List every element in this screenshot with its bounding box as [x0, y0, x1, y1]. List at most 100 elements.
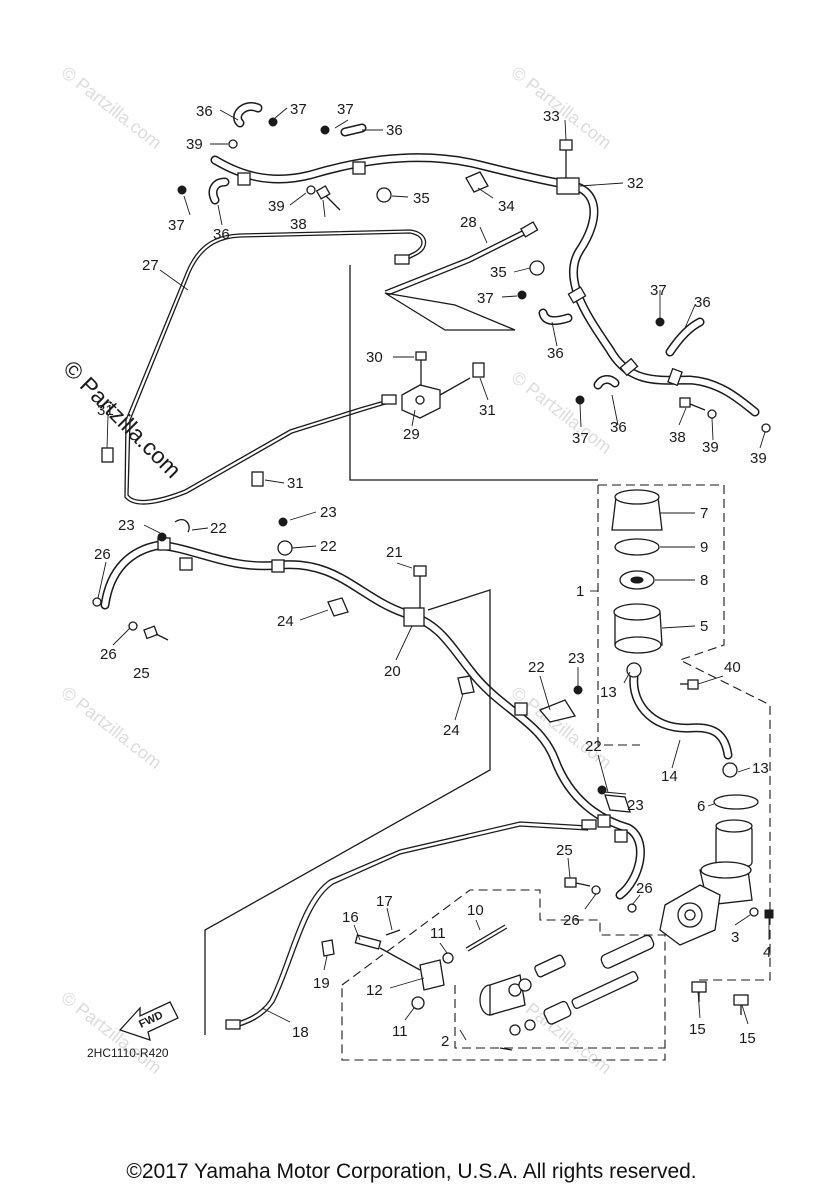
callout-24: 24 [443, 722, 460, 739]
washer-26 [627, 903, 637, 913]
bolt-30 [415, 351, 427, 361]
clip-31 [101, 447, 114, 463]
callout-31: 31 [287, 475, 304, 492]
kit-boundary-1 [598, 484, 771, 981]
bolt-15 [691, 981, 707, 993]
callout-16: 16 [342, 909, 359, 926]
hose-clamp [179, 557, 193, 571]
clamp-34 [465, 171, 489, 193]
callout-25: 25 [133, 665, 150, 682]
washer-3 [749, 907, 759, 917]
callout-35: 35 [413, 190, 430, 207]
callout-23: 23 [320, 504, 337, 521]
callout-31: 31 [97, 402, 114, 419]
pipe-nut [581, 819, 597, 830]
hose-clamp [352, 161, 366, 175]
bolt-15 [733, 994, 749, 1006]
callout-22: 22 [210, 520, 227, 537]
callout-3: 3 [731, 929, 739, 946]
callout-38: 38 [290, 216, 307, 233]
clamp-22 [174, 518, 190, 533]
hose-clamp [597, 814, 611, 828]
clamp-35 [529, 260, 545, 276]
hose-clamp [271, 559, 285, 573]
copyright-notice: ©2017 Yamaha Motor Corporation, U.S.A. A… [126, 1160, 697, 1183]
washer-39 [306, 185, 316, 195]
callout-9: 9 [700, 539, 708, 556]
watermark: © Partzilla.com [58, 62, 166, 152]
callout-13: 13 [752, 760, 769, 777]
watermark-large: © Partzilla.com [58, 355, 186, 483]
bolt-23 [278, 517, 288, 527]
callout-13: 13 [600, 684, 617, 701]
kit-boundary-2 [341, 889, 666, 1061]
callout-23: 23 [627, 797, 644, 814]
callout-11: 11 [430, 925, 446, 942]
callout-30: 30 [366, 349, 383, 366]
cotter-pin-17 [385, 929, 401, 936]
callout-33: 33 [543, 108, 560, 125]
watermark: © Partzilla.com [508, 62, 616, 152]
bolt-40 [687, 679, 699, 690]
washer-39 [707, 409, 717, 419]
callout-1: 1 [576, 583, 584, 600]
callout-26: 26 [100, 646, 117, 663]
callout-39: 39 [186, 136, 203, 153]
callout-26: 26 [636, 880, 653, 897]
callout-36: 36 [196, 103, 213, 120]
callout-21: 21 [386, 544, 403, 561]
callout-34: 34 [498, 198, 515, 215]
callout-22: 22 [320, 538, 337, 555]
callout-36: 36 [694, 294, 711, 311]
callout-17: 17 [376, 893, 393, 910]
clamp-22 [538, 699, 577, 723]
leader-lines [97, 107, 770, 1041]
callout-23: 23 [118, 517, 135, 534]
reference-line [204, 589, 491, 1035]
boot-6 [713, 794, 759, 810]
callout-20: 20 [384, 663, 401, 680]
washer-26 [591, 885, 601, 895]
callout-39: 39 [750, 450, 767, 467]
watermark: © Partzilla.com [58, 987, 166, 1077]
hose-clamp [237, 172, 251, 186]
callout-12: 12 [366, 982, 383, 999]
watermark: © Partzilla.com [58, 682, 166, 772]
bolt-4 [764, 909, 774, 919]
clip-24 [457, 675, 475, 695]
clip-31 [251, 471, 264, 487]
pipe-nut [381, 394, 397, 405]
washer-39 [228, 139, 238, 149]
pipe-nut [225, 1019, 241, 1030]
callout-32: 32 [627, 175, 644, 192]
brake-pipe-18 [231, 821, 589, 1025]
callout-23: 23 [568, 650, 585, 667]
bolt-38 [679, 397, 691, 408]
callout-35: 35 [490, 264, 507, 281]
callout-37: 37 [572, 430, 589, 447]
clamp-22 [277, 540, 293, 556]
callout-8: 8 [700, 572, 708, 589]
callout-22: 22 [528, 659, 545, 676]
bolt-37 [268, 117, 278, 127]
bolt-23 [157, 532, 167, 542]
hose-clamp [619, 357, 639, 377]
pipe-nut [520, 221, 539, 238]
fwd-arrow-icon: FWD [118, 1001, 179, 1041]
callout-31: 31 [479, 402, 496, 419]
callout-7: 7 [700, 505, 708, 522]
clamp-13 [626, 662, 642, 678]
bolt-25 [143, 625, 159, 640]
clamp-13 [722, 762, 738, 778]
bolt-37 [517, 290, 527, 300]
callout-labels: 36 37 37 36 39 33 32 37 36 39 38 35 34 2… [94, 101, 771, 1050]
callout-2: 2 [441, 1033, 449, 1050]
bolt-21 [413, 565, 427, 577]
clevis-12 [419, 959, 445, 991]
callout-29: 29 [403, 426, 420, 443]
callout-36: 36 [547, 345, 564, 362]
callout-4: 4 [763, 944, 771, 961]
callout-15: 15 [689, 1021, 706, 1038]
callout-6: 6 [697, 798, 705, 815]
